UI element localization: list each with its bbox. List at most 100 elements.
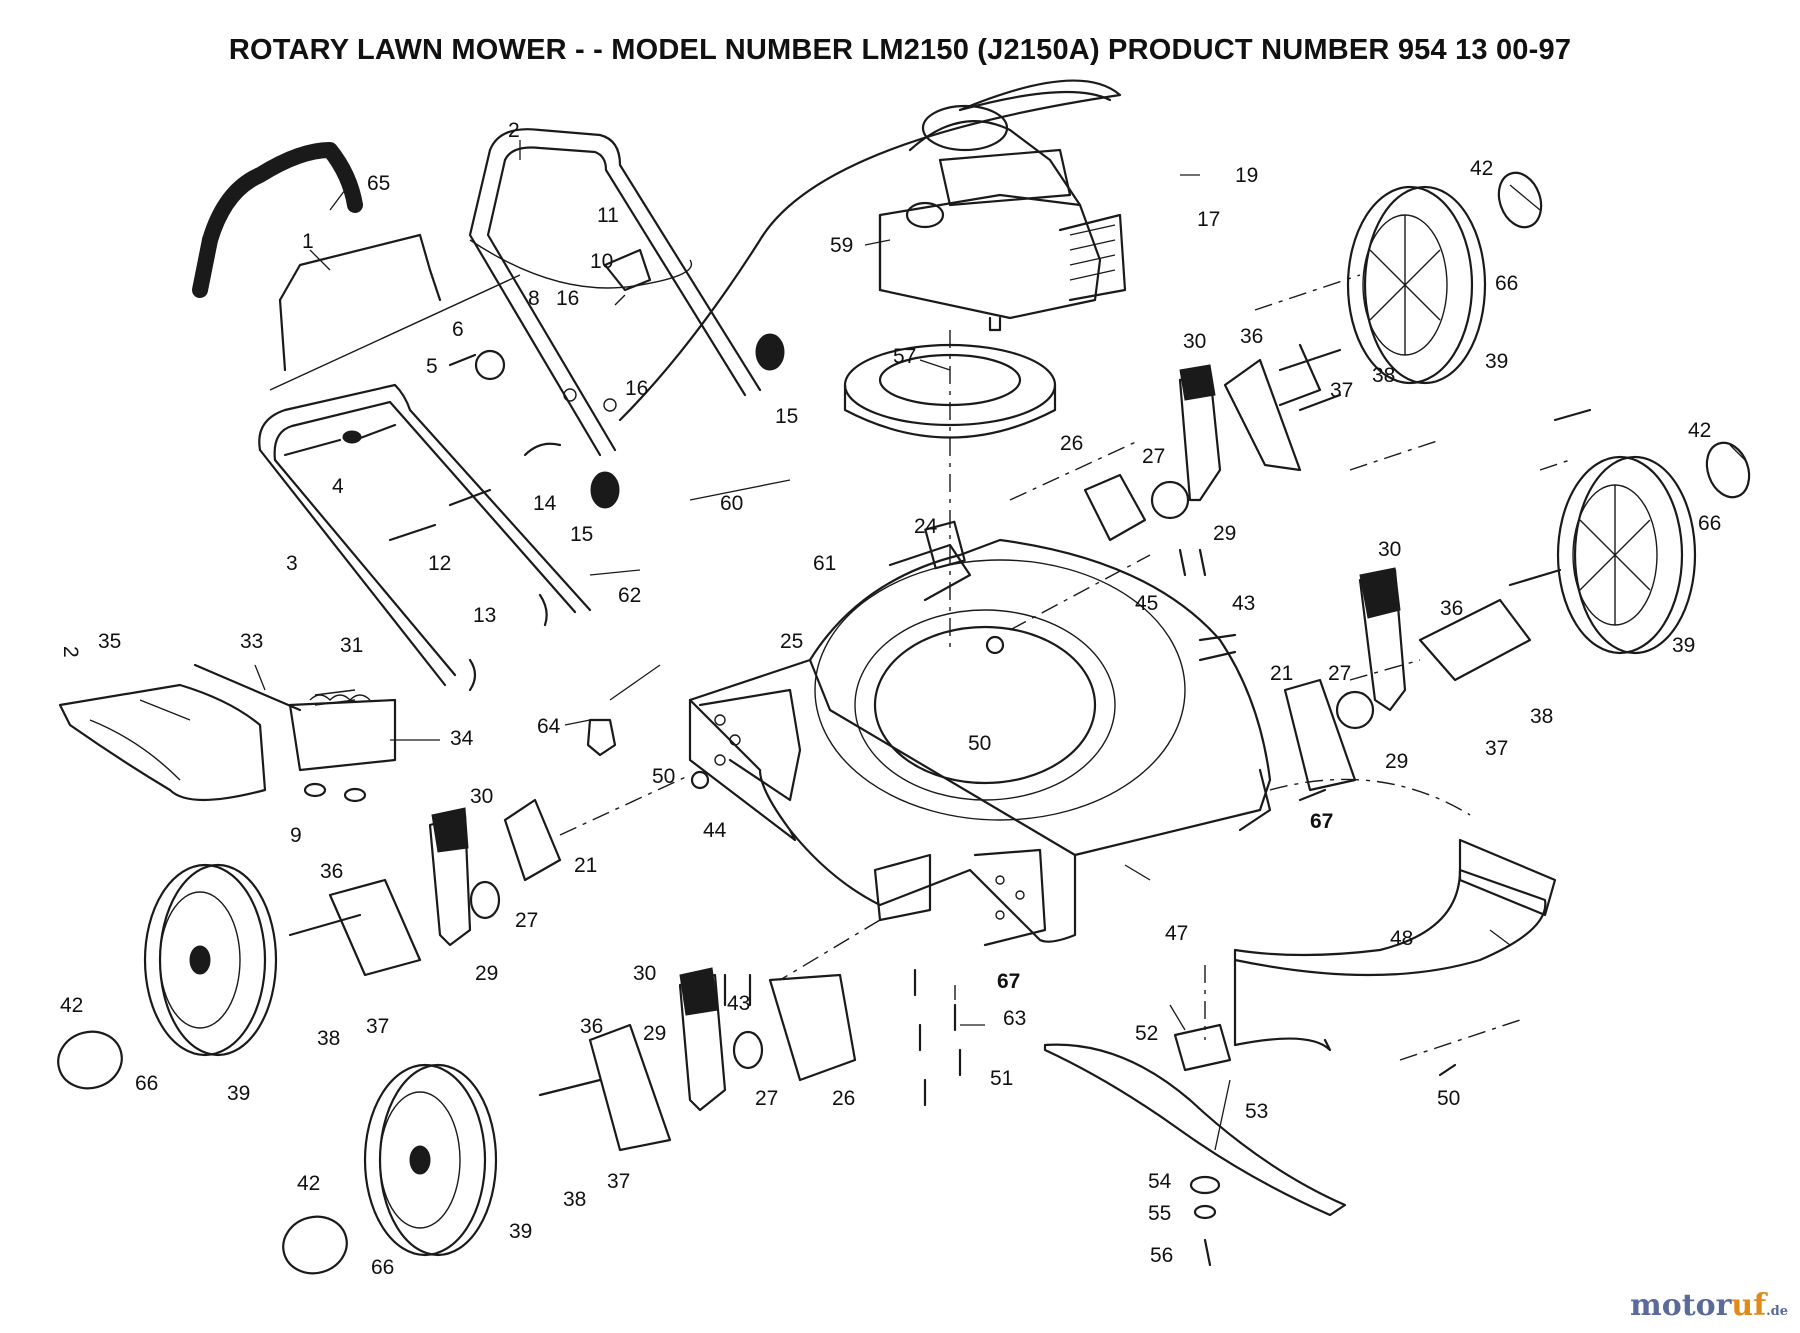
callout-leaders	[139, 140, 1746, 1151]
callout-61: 61	[813, 552, 836, 575]
part-callouts: 65 2 1 11 10 8 16 6 5 16 15 4 14 15 3 12…	[59, 119, 1721, 1279]
callout-47: 47	[1165, 922, 1188, 945]
callout-38c: 38	[1372, 364, 1395, 387]
callout-39d: 39	[1672, 634, 1695, 657]
callout-3: 3	[286, 552, 298, 575]
callout-45: 45	[1135, 592, 1158, 615]
callout-63: 63	[1003, 1007, 1026, 1030]
callout-51: 51	[990, 1067, 1013, 1090]
callout-27b: 27	[755, 1087, 778, 1110]
upper-handle	[468, 128, 762, 457]
part-64-shape	[586, 718, 617, 757]
lower-handle	[258, 383, 592, 687]
callout-66a: 66	[135, 1072, 158, 1095]
callout-37d: 37	[1485, 737, 1508, 760]
callout-1: 1	[302, 230, 314, 253]
callout-14: 14	[533, 492, 557, 515]
callout-29c: 29	[1213, 522, 1236, 545]
blade-assembly	[1043, 1023, 1347, 1267]
callout-39c: 39	[1485, 350, 1508, 373]
callout-12: 12	[428, 552, 451, 575]
callout-10: 10	[590, 250, 613, 273]
leader-64b	[609, 664, 661, 701]
callout-9: 9	[290, 824, 302, 847]
engine	[618, 79, 1127, 422]
callout-24: 24	[914, 515, 938, 538]
wheel-front-left	[57, 863, 362, 1090]
callout-54: 54	[1148, 1170, 1172, 1193]
callout-43b: 43	[1232, 592, 1255, 615]
callout-4: 4	[332, 475, 344, 498]
callout-50b: 50	[968, 732, 991, 755]
callout-11: 11	[597, 204, 619, 227]
callout-21a: 21	[574, 854, 597, 877]
callout-64: 64	[537, 715, 561, 738]
wheel-front-right	[1346, 171, 1543, 385]
callout-30b: 30	[633, 962, 656, 985]
callout-25: 25	[780, 630, 803, 653]
callout-59: 59	[830, 234, 853, 257]
callout-43a: 43	[727, 992, 750, 1015]
handle-grip	[192, 142, 363, 298]
callout-29d: 29	[1385, 750, 1408, 773]
callout-34: 34	[450, 727, 474, 750]
callout-39a: 39	[227, 1082, 250, 1105]
callout-50c: 50	[1437, 1087, 1460, 1110]
callout-38a: 38	[317, 1027, 340, 1050]
wheel-rear-left	[282, 1063, 498, 1275]
callout-27d: 27	[1328, 662, 1351, 685]
handle-bracket	[269, 233, 521, 391]
watermark-part3: .de	[1766, 1304, 1788, 1319]
assembly-dashed-lines	[559, 274, 1571, 1061]
callout-36b: 36	[580, 1015, 603, 1038]
callout-29b: 29	[643, 1022, 666, 1045]
callout-66c: 66	[1495, 272, 1518, 295]
callout-55: 55	[1148, 1202, 1171, 1225]
callout-16a: 16	[556, 287, 579, 310]
callout-15b: 15	[570, 523, 593, 546]
callout-27c: 27	[1142, 445, 1165, 468]
callout-36d: 36	[1440, 597, 1463, 620]
callout-56: 56	[1150, 1244, 1173, 1267]
callout-66d: 66	[1698, 512, 1721, 535]
callout-37c: 37	[1330, 379, 1353, 402]
height-adjusters	[328, 343, 1532, 1152]
callout-16b: 16	[625, 377, 648, 400]
rear-baffle	[1233, 838, 1557, 1052]
callout-36a: 36	[320, 860, 343, 883]
callout-2-rotated: 2	[59, 646, 82, 658]
callout-38b: 38	[563, 1188, 586, 1211]
callout-57: 57	[893, 345, 916, 368]
callout-21b: 21	[1270, 662, 1293, 685]
watermark-part2: uf	[1731, 1288, 1767, 1323]
callout-38d: 38	[1530, 705, 1553, 728]
callout-15a: 15	[775, 405, 798, 428]
callout-44: 44	[703, 819, 727, 842]
callout-67a: 67	[1310, 810, 1333, 833]
small-fasteners	[690, 408, 1592, 1107]
callout-8: 8	[528, 287, 540, 310]
rear-shield	[58, 663, 397, 803]
callout-26b: 26	[1060, 432, 1083, 455]
callout-5: 5	[426, 355, 438, 378]
callout-42d: 42	[1688, 419, 1711, 442]
callout-39b: 39	[509, 1220, 532, 1243]
callout-36c: 36	[1240, 325, 1263, 348]
callout-67b: 67	[997, 970, 1020, 993]
callout-37b: 37	[607, 1170, 630, 1193]
callout-37a: 37	[366, 1015, 389, 1038]
callout-17: 17	[1197, 208, 1220, 231]
callout-30c: 30	[1183, 330, 1206, 353]
callout-31: 31	[340, 634, 363, 657]
diagram-title: ROTARY LAWN MOWER - - MODEL NUMBER LM215…	[228, 34, 1572, 66]
callout-29a: 29	[475, 962, 498, 985]
callout-52: 52	[1135, 1022, 1158, 1045]
callout-19: 19	[1235, 164, 1258, 187]
callout-65: 65	[367, 172, 390, 195]
callout-13: 13	[473, 604, 496, 627]
callout-30a: 30	[470, 785, 493, 808]
handle-hardware	[283, 248, 785, 692]
callout-2: 2	[508, 119, 520, 142]
callout-33: 33	[240, 630, 263, 653]
